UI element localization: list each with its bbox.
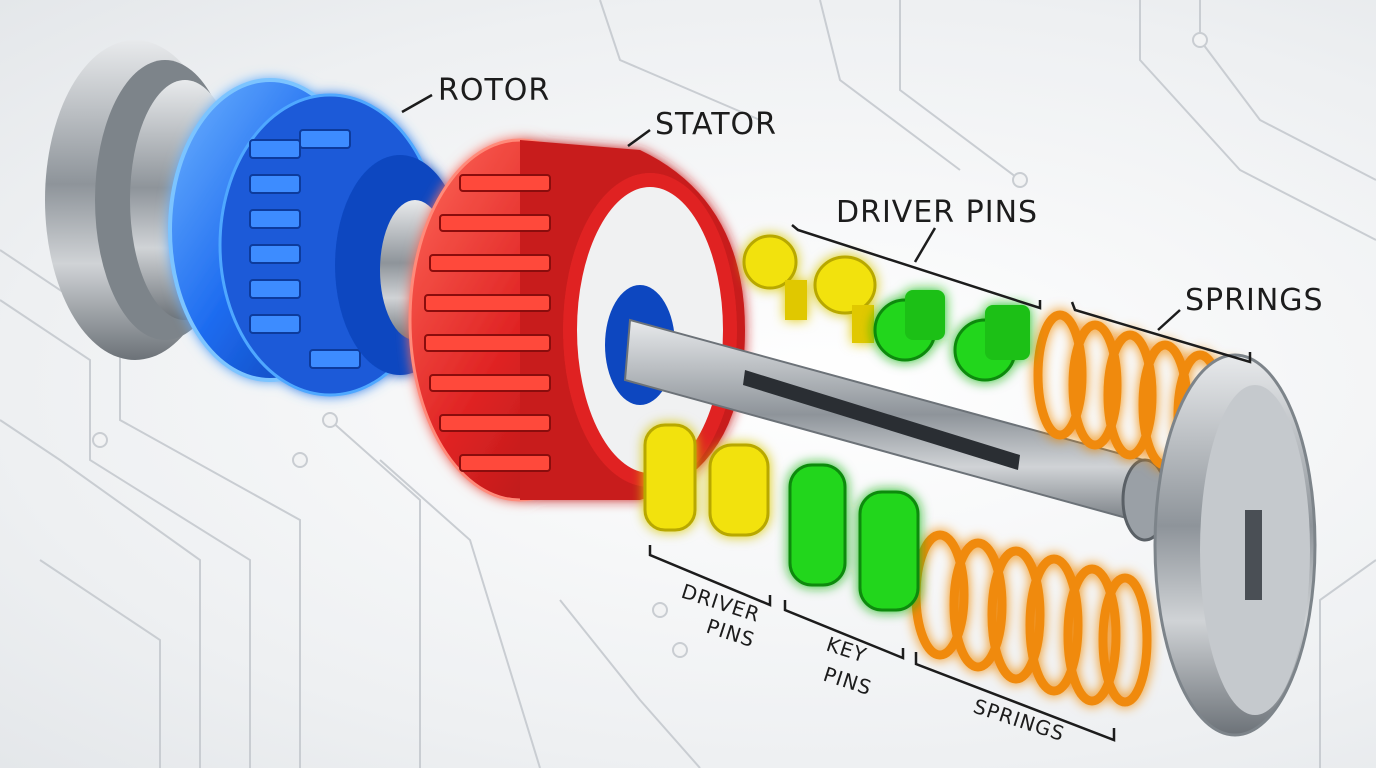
keyway xyxy=(1245,510,1262,600)
label-driver-pins-top-text: DRIVER PINS xyxy=(836,195,1038,230)
label-driver-pins-top: DRIVER PINS xyxy=(791,195,1042,310)
springs-bottom xyxy=(911,530,1152,707)
label-driver-pins-bottom: DRIVER PINS xyxy=(648,545,772,652)
label-rotor-text: ROTOR xyxy=(438,73,550,108)
label-springs-bottom-text: SPRINGS xyxy=(970,694,1067,746)
driver-pins-top xyxy=(742,234,877,343)
key-pins-bottom xyxy=(788,463,920,612)
label-key-pins-line2: PINS xyxy=(820,662,875,700)
label-springs-top-text: SPRINGS xyxy=(1185,283,1324,318)
driver-pins-bottom xyxy=(643,423,770,537)
label-key-pins: KEY PINS xyxy=(783,600,905,700)
label-stator-text: STATOR xyxy=(655,107,777,142)
plug-shaft xyxy=(623,318,1182,542)
key-pins-top xyxy=(873,290,1030,382)
label-rotor: ROTOR xyxy=(401,73,550,114)
label-stator: STATOR xyxy=(627,107,777,148)
label-springs-top: SPRINGS xyxy=(1070,283,1324,364)
plug-face-disc xyxy=(1153,353,1317,737)
